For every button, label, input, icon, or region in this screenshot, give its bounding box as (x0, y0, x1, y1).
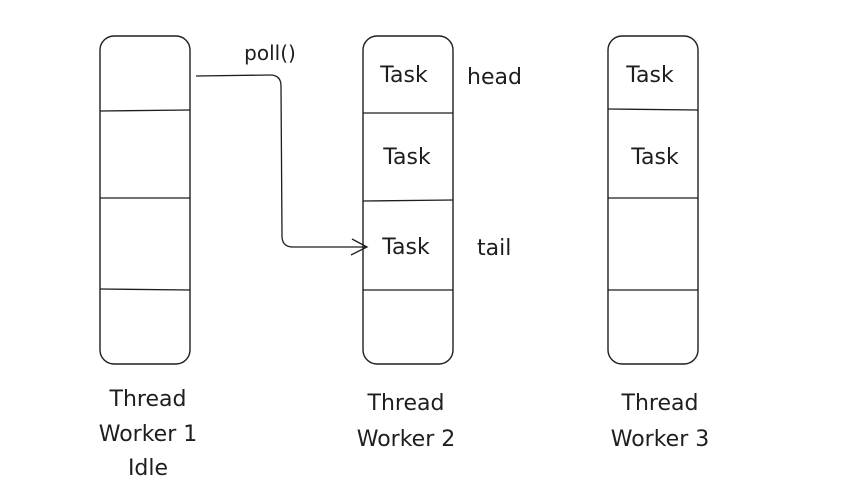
worker-1-label-line-2: Worker 1 (99, 422, 198, 447)
worker-2-slot-3: Task (381, 235, 430, 260)
worker-2-divider-2 (362, 199, 454, 202)
worker-1-label-line-1: Thread (109, 387, 187, 412)
worker-1-queue-box (99, 35, 191, 365)
worker-3-slot-2: Task (630, 145, 679, 170)
worker-3-divider-1 (607, 108, 699, 111)
worker-2-slot-2: Task (382, 145, 431, 170)
worker-2-label: Thread Worker 2 (357, 391, 456, 452)
worker-2-label-line-1: Thread (367, 391, 445, 416)
poll-arrow-line (195, 74, 366, 248)
worker-2-slot-1: Task (379, 63, 428, 88)
worker-1-queue (99, 35, 191, 365)
worker-3-slot-1: Task (625, 63, 674, 88)
poll-arrow-head (350, 238, 369, 256)
worker-1-divider-3 (99, 288, 191, 291)
worker-1-label-line-3: Idle (128, 456, 168, 481)
worker-3-queue-box (607, 35, 699, 365)
worker-2-label-line-2: Worker 2 (357, 427, 456, 452)
worker-3-queue: Task Task (607, 35, 699, 365)
poll-label: poll() (244, 41, 296, 65)
worker-3-label: Thread Worker 3 (611, 391, 710, 452)
worker-1-divider-1 (99, 109, 191, 112)
worker-2-queue: Task Task Task (362, 35, 454, 365)
tail-label: tail (477, 236, 511, 261)
poll-arrow (195, 74, 369, 256)
worker-3-label-line-1: Thread (621, 391, 699, 416)
worker-1-label: Thread Worker 1 Idle (99, 387, 198, 481)
worker-3-label-line-2: Worker 3 (611, 427, 710, 452)
head-label: head (467, 65, 522, 90)
